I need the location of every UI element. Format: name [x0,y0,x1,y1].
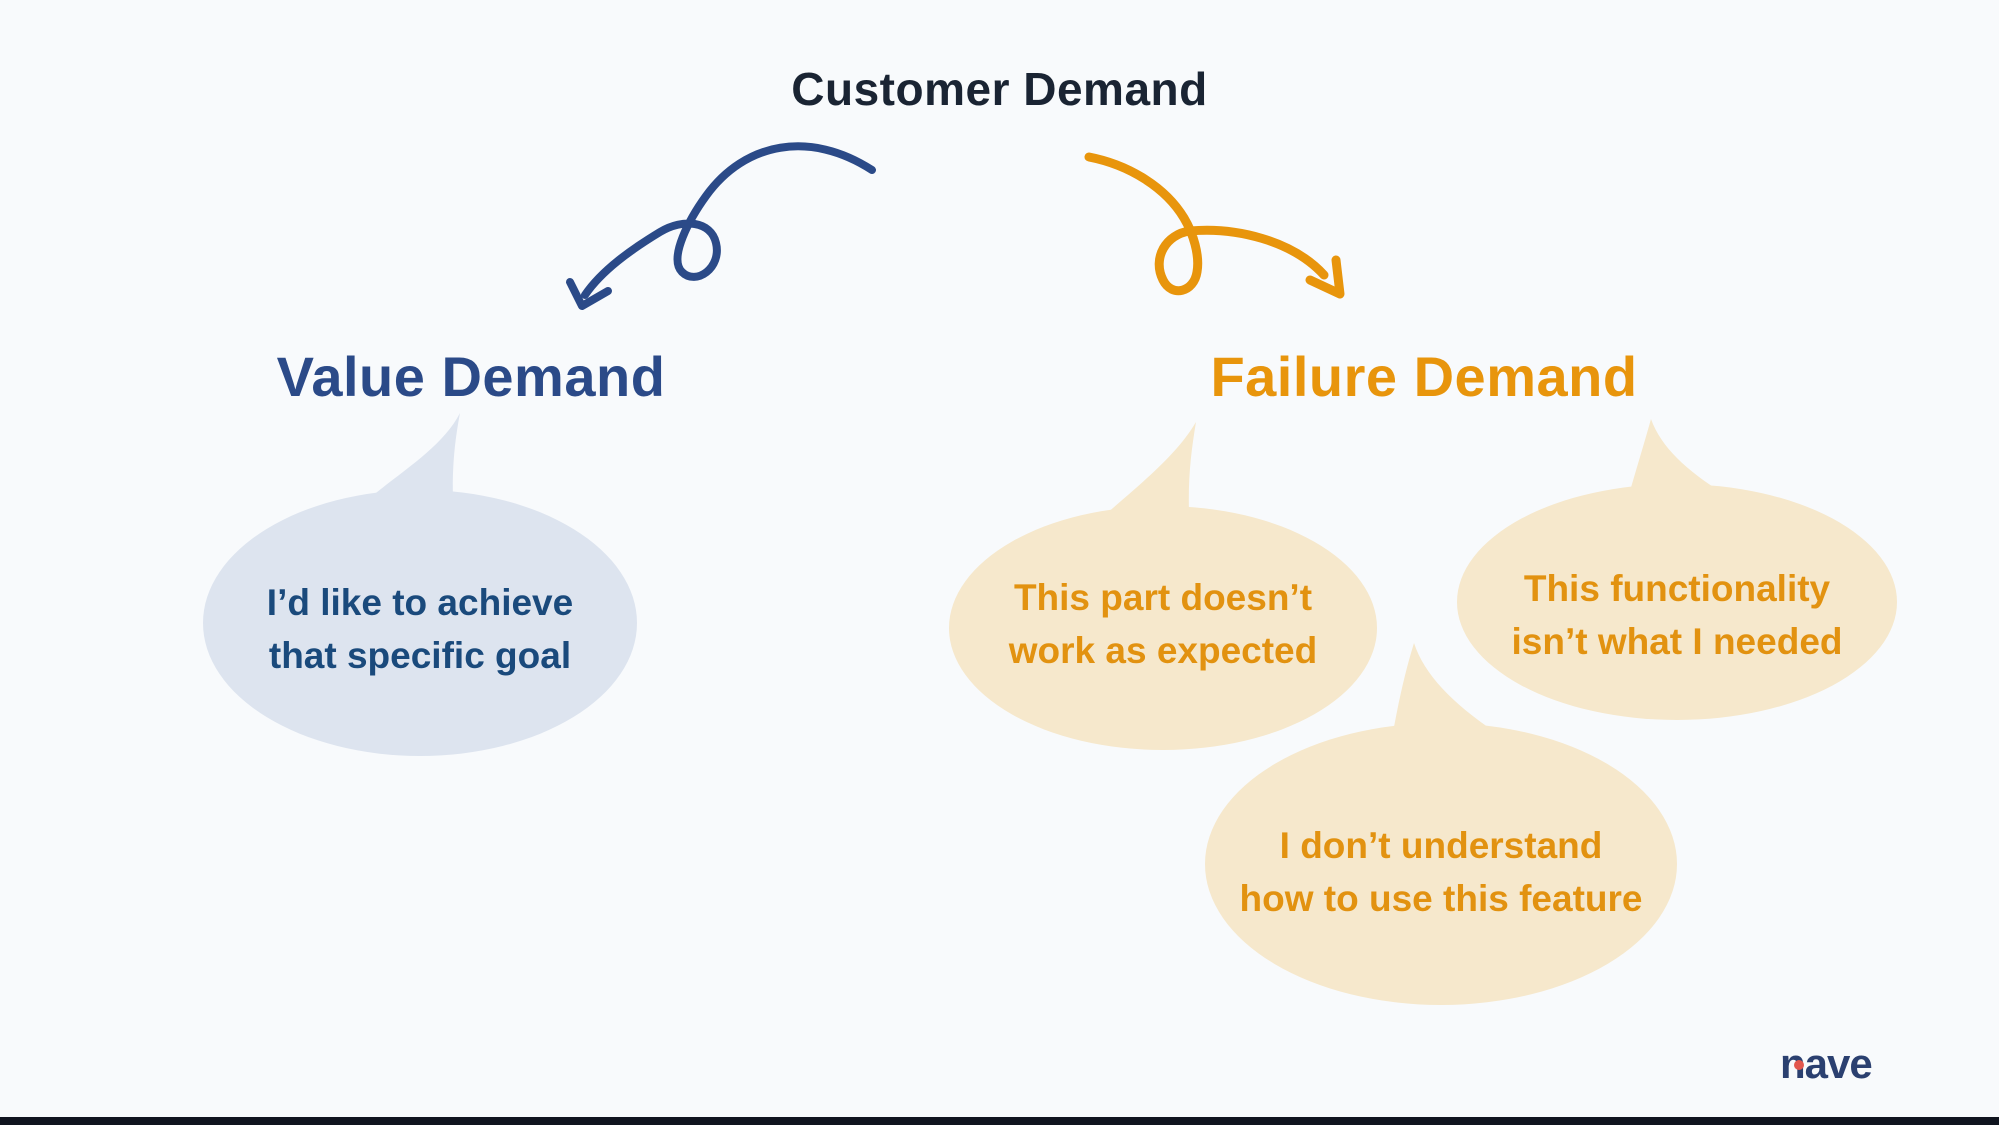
bubble-text-line-2: work as expected [1008,630,1318,671]
nave-logo-dot-icon [1794,1060,1804,1070]
failure-demand-heading: Failure Demand [1210,345,1638,408]
bubble-text-line-1: I don’t understand [1279,825,1603,866]
value-demand-heading: Value Demand [276,345,666,408]
failure-curly-arrow-icon [1084,152,1345,299]
bubble-text-line-1: This part doesn’t [1013,577,1313,618]
bubble-text-line-2: isn’t what I needed [1511,621,1843,662]
value-curly-arrow-icon [566,142,876,310]
bubble-text-line-1: I’d like to achieve [266,582,574,623]
bubble-text-line-2: that specific goal [268,635,572,676]
nave-logo: nave [1780,1040,1900,1090]
failure-bubble-1-text: This part doesn’t work as expected [913,571,1413,677]
bubble-text-line-2: how to use this feature [1239,878,1643,919]
bubble-text-line-1: This functionality [1523,568,1831,609]
footer-bar [0,1117,1999,1125]
page-title: Customer Demand [791,63,1208,115]
failure-bubble-3-text: I don’t understand how to use this featu… [1191,819,1691,925]
failure-bubble-2-text: This functionality isn’t what I needed [1427,562,1927,668]
value-bubble-text: I’d like to achieve that specific goal [170,576,670,682]
